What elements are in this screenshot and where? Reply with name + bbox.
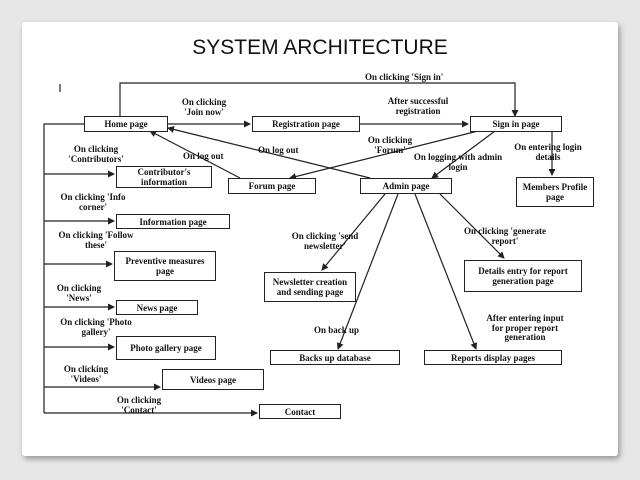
label-click-videos: On clicking 'Videos'	[63, 364, 109, 384]
label-click-info: On clicking 'Info corner'	[60, 192, 126, 212]
connector-admin-details	[439, 193, 505, 259]
label-click-forum: On clicking 'Forum'	[367, 135, 413, 155]
home-page-box: Home page	[84, 116, 168, 132]
connector-signin-admin	[431, 130, 496, 179]
label-entering-login: On entering login details	[514, 142, 582, 162]
forum-page-box: Forum page	[228, 178, 316, 194]
left-trunk	[43, 123, 84, 413]
contact-box: Contact	[259, 404, 341, 419]
label-log-out-1: On log out	[183, 151, 224, 161]
contributors-info-box: Contributor's information	[116, 166, 212, 188]
preventive-measures-box: Preventive measures page	[114, 251, 216, 281]
connector-home-signin	[119, 82, 519, 118]
label-click-newsletter: On clicking 'send newsletter'	[291, 231, 359, 251]
label-click-follow: On clicking 'Follow these'	[58, 230, 134, 250]
registration-page-box: Registration page	[252, 116, 360, 132]
backup-database-box: Backs up database	[270, 350, 400, 365]
label-click-contact: On clicking 'Contact'	[116, 395, 162, 415]
report-details-box: Details entry for report generation page	[464, 260, 582, 292]
videos-page-box: Videos page	[162, 369, 264, 390]
connector-admin-home	[167, 126, 371, 179]
label-click-signin: On clicking 'Sign in'	[365, 72, 444, 82]
members-profile-box: Members Profile page	[516, 177, 594, 207]
connector-signin-forum	[289, 130, 479, 180]
newsletter-page-box: Newsletter creation and sending page	[264, 272, 356, 302]
connector-admin-backup	[336, 193, 399, 350]
connector-admin-newsletter	[321, 193, 386, 271]
label-logging-admin: On logging with admin login	[413, 152, 503, 172]
label-click-contributors: On clicking 'Contributors'	[68, 144, 124, 164]
label-after-input: After entering input for proper report g…	[486, 313, 564, 342]
connector-forum-home	[149, 130, 241, 179]
label-click-news: On clicking 'News'	[56, 283, 102, 303]
label-log-out-2: On log out	[258, 145, 299, 155]
label-click-join: On clicking 'Join now'	[181, 97, 227, 117]
admin-page-box: Admin page	[360, 178, 452, 194]
information-page-box: Information page	[116, 214, 230, 229]
news-page-box: News page	[116, 300, 198, 315]
label-click-photo: On clicking 'Photo gallery'	[60, 317, 132, 337]
connector-admin-reports	[414, 193, 478, 350]
label-click-report: On clicking 'generate report'	[464, 226, 546, 246]
signin-page-box: Sign in page	[470, 116, 562, 132]
label-after-registration: After successful registration	[387, 96, 449, 116]
photo-gallery-box: Photo gallery page	[116, 336, 216, 360]
label-on-backup: On back up	[314, 325, 360, 335]
reports-display-box: Reports display pages	[424, 350, 562, 365]
slide-title: SYSTEM ARCHITECTURE	[192, 36, 448, 59]
slide-panel	[22, 22, 618, 456]
